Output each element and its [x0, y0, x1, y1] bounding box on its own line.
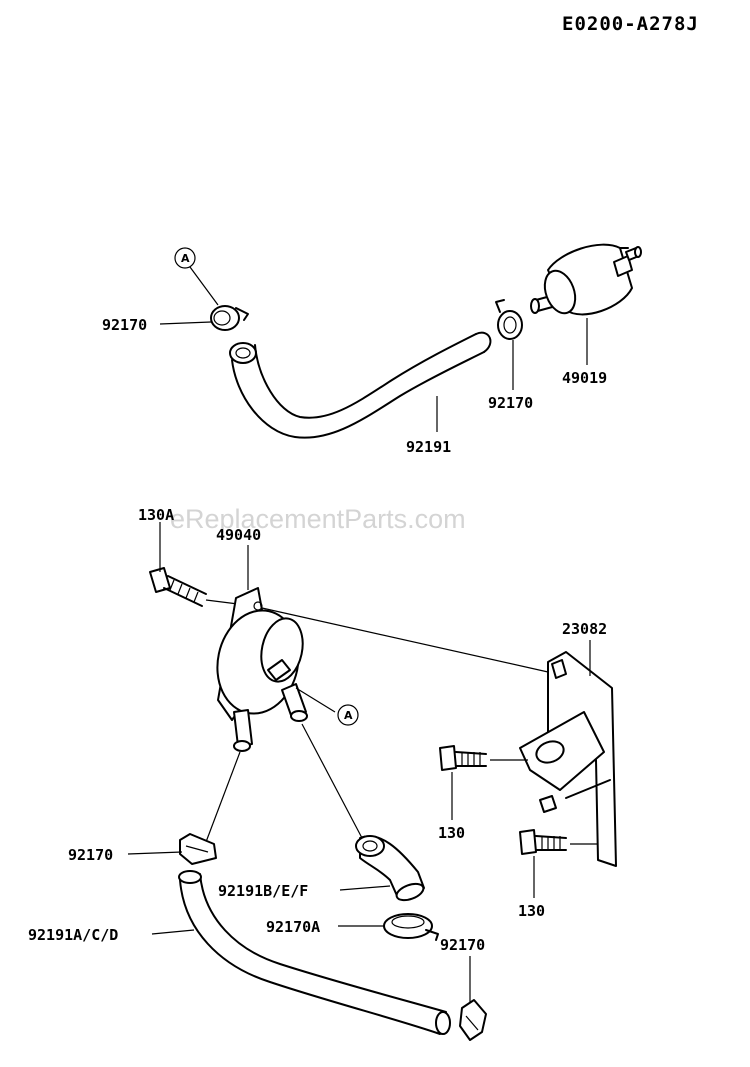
label-92170-bottom: 92170 — [440, 936, 485, 954]
watermark: eReplacementParts.com — [170, 504, 466, 534]
bolt-130a — [149, 522, 239, 607]
bolt-130-upper — [439, 745, 528, 820]
label-49019: 49019 — [562, 369, 607, 387]
ref-marker-a-bottom: A — [295, 687, 359, 726]
label-130-upper: 130 — [438, 824, 465, 842]
label-92170-mid-left: 92170 — [68, 846, 113, 864]
ref-marker-letter: A — [181, 252, 190, 265]
label-23082: 23082 — [562, 620, 607, 638]
fuel-filter — [530, 243, 642, 365]
label-92191-top: 92191 — [406, 438, 451, 456]
hose-acd — [151, 870, 451, 1035]
bolt-130-lower — [519, 829, 598, 898]
label-92170-top-left: 92170 — [102, 316, 147, 334]
bracket — [519, 640, 617, 867]
clamp-top-mid — [495, 299, 523, 390]
clamp-bottom — [459, 956, 487, 1041]
hose-bef — [301, 723, 425, 902]
label-130a: 130A — [138, 506, 174, 524]
ref-marker-a-top: A — [174, 247, 219, 306]
label-130-lower: 130 — [518, 902, 545, 920]
fuel-pump — [216, 545, 308, 752]
mounting-line — [261, 607, 549, 673]
label-92170a: 92170A — [266, 918, 320, 936]
label-49040: 49040 — [216, 526, 261, 544]
clamp-92170a — [338, 913, 439, 941]
label-92170-top-mid: 92170 — [488, 394, 533, 412]
label-92191acd: 92191A/C/D — [28, 926, 118, 944]
clamp-top-left — [159, 305, 249, 331]
label-92191bef: 92191B/E/F — [218, 882, 308, 900]
diagram-code: E0200-A278J — [562, 13, 699, 35]
ref-marker-letter-bottom: A — [344, 709, 353, 722]
clamp-mid-left — [127, 751, 241, 865]
hose-top — [229, 331, 492, 439]
